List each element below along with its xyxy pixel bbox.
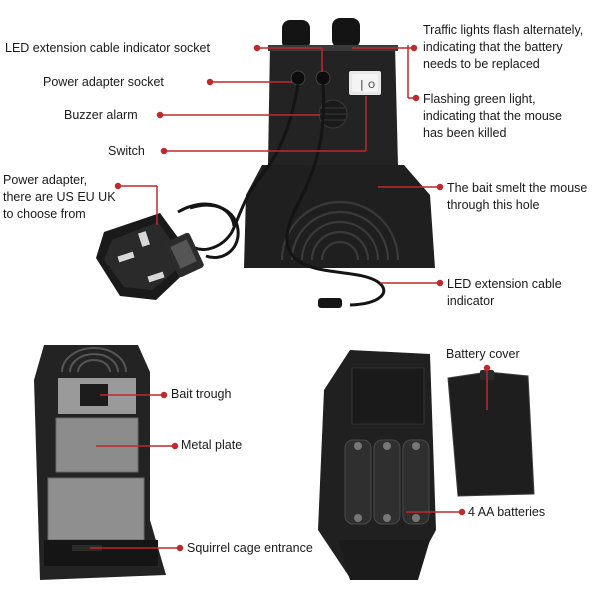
- lower-housing: [244, 165, 435, 268]
- leader-lines: [90, 44, 491, 552]
- label-power-socket: Power adapter socket: [43, 75, 164, 89]
- label-cage-entrance: Squirrel cage entrance: [187, 541, 313, 555]
- led-knob-left: [282, 20, 310, 50]
- power-cable: [177, 83, 386, 307]
- led-knob-right: [332, 18, 360, 48]
- label-switch: Switch: [108, 144, 145, 158]
- metal-plate-upper: [55, 417, 139, 473]
- label-buzzer: Buzzer alarm: [64, 108, 138, 122]
- label-traffic-lights: Traffic lights flash alternately, indica…: [423, 23, 584, 71]
- label-adapter: Power adapter, there are US EU UK to cho…: [3, 173, 116, 221]
- label-led-socket: LED extension cable indicator socket: [5, 41, 210, 55]
- label-bait-trough: Bait trough: [171, 387, 232, 401]
- label-green-light: Flashing green light, indicating that th…: [423, 92, 562, 140]
- battery-cover: [447, 371, 535, 497]
- label-battery-cover: Battery cover: [446, 347, 520, 361]
- battery-compartment-view: [318, 350, 535, 580]
- led-extension-cable-end: [318, 298, 342, 308]
- metal-plate-lower: [47, 477, 145, 541]
- aa-batteries: [344, 439, 430, 525]
- label-batteries: 4 AA batteries: [468, 505, 546, 519]
- power-adapter-socket: [290, 70, 306, 86]
- power-adapter: [96, 213, 204, 300]
- squirrel-cage-entrance: [44, 540, 158, 566]
- led-cable-socket: [315, 70, 331, 86]
- switch-off-symbol: O: [368, 81, 375, 91]
- label-metal-plate: Metal plate: [181, 438, 243, 452]
- trap-open-view: [34, 345, 166, 580]
- trap-front-view: | O: [96, 18, 435, 308]
- label-bait-smell: The bait smelt the mouse through this ho…: [447, 181, 588, 212]
- switch-on-symbol: |: [360, 78, 364, 91]
- label-led-indicator: LED extension cable indicator: [447, 277, 562, 308]
